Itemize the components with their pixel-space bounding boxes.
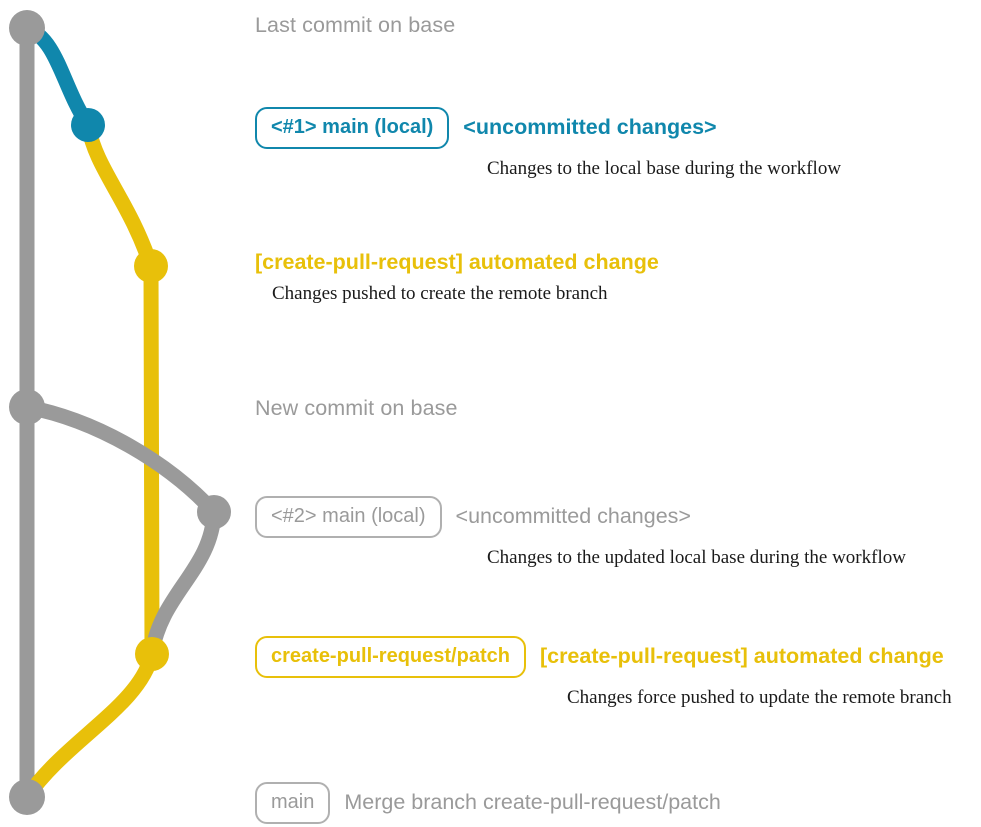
ref-pill-local-change-1[interactable]: <#1> main (local)	[255, 107, 450, 149]
commit-headline: main Merge branch create-pull-request/pat…	[255, 782, 721, 824]
commit-headline: <#1> main (local) <uncommitted changes>	[255, 107, 841, 149]
commit-node-local-1[interactable]	[71, 108, 105, 142]
updated-local-merge-line	[144, 504, 222, 662]
commit-node-base-merge[interactable]	[9, 779, 45, 815]
commit-note: Changes to the local base during the wor…	[487, 158, 842, 179]
updated-local-branch-line	[19, 399, 222, 520]
commit-row-merge-commit: main Merge branch create-pull-request/pat…	[255, 782, 721, 824]
commit-node-patch-update[interactable]	[135, 637, 169, 671]
ref-pill-local-change-2[interactable]: <#2> main (local)	[255, 496, 442, 538]
commit-row-local-change-2: <#2> main (local) <uncommitted changes> Ch…	[255, 496, 906, 569]
commit-node-base-new[interactable]	[9, 389, 45, 425]
commit-row-last-commit-on-base: Last commit on base	[255, 13, 455, 38]
commit-caption: Last commit on base	[255, 13, 456, 37]
commit-node-local-2[interactable]	[197, 495, 231, 529]
commit-note: Changes pushed to create the remote bran…	[272, 282, 608, 304]
patch-merge-line	[19, 646, 160, 805]
commit-row-automated-change-update: create-pull-request/patch [create-pull-re…	[255, 636, 952, 709]
commit-subject: [create-pull-request] automated change	[255, 250, 659, 274]
commit-subject: <uncommitted changes>	[455, 504, 691, 529]
commit-subject: [create-pull-request] automated change	[539, 644, 944, 669]
ref-pill-merge-commit[interactable]: main	[255, 782, 331, 824]
commit-headline: [create-pull-request] automated change	[255, 250, 659, 274]
commit-note: Changes to the updated local base during…	[487, 547, 906, 568]
commit-caption: New commit on base	[255, 396, 458, 420]
commit-row-new-commit-on-base: New commit on base	[255, 396, 458, 421]
commit-row-local-change-1: <#1> main (local) <uncommitted changes> Ch…	[255, 107, 841, 180]
commit-headline: <#2> main (local) <uncommitted changes>	[255, 496, 906, 538]
commit-subject: <uncommitted changes>	[463, 115, 717, 140]
commit-node-patch-create[interactable]	[134, 249, 168, 283]
commit-node-base-last[interactable]	[9, 10, 45, 46]
commit-subject: Merge branch create-pull-request/patch	[344, 790, 721, 815]
commit-note: Changes force pushed to update the remot…	[567, 687, 952, 708]
commit-headline: create-pull-request/patch [create-pull-re…	[255, 636, 952, 678]
ref-pill-automated-change-update[interactable]: create-pull-request/patch	[255, 636, 526, 678]
